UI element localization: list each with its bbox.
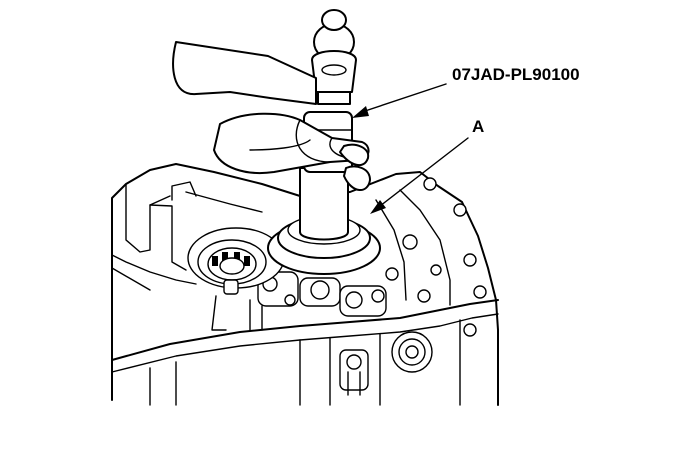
hammer-icon [311, 9, 357, 105]
bearing-icon [207, 247, 257, 281]
callout-leader-tool [352, 83, 447, 118]
callout-leader-a [370, 137, 469, 214]
transmission-case [111, 163, 499, 406]
hand-icon [172, 41, 371, 191]
tool-part-number-label: 07JAD-PL90100 [452, 65, 580, 84]
callout-a-label: A [472, 117, 484, 136]
